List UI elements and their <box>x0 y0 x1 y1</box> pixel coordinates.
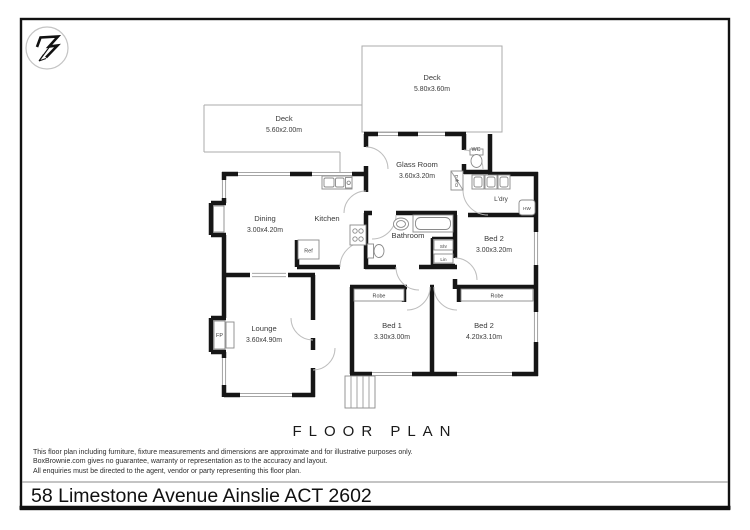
hot-water-box <box>518 199 536 216</box>
room-label-bed2-upper: Bed 2 <box>484 234 504 243</box>
room-label-laundry: L'dry <box>494 196 508 203</box>
wc-toilet <box>469 148 484 168</box>
disclaimer-line: All enquiries must be directed to the ag… <box>33 467 302 475</box>
room-label-wc: WC <box>472 147 481 153</box>
bathroom-toilet <box>367 243 385 259</box>
room-label-bed2-lower: Bed 2 <box>474 321 494 330</box>
fireplace <box>213 320 235 350</box>
stairs <box>344 375 376 409</box>
stove-cooktop <box>349 224 367 246</box>
room-label-deck-top: Deck <box>423 73 441 82</box>
room-dims-deck-top: 5.80x3.60m <box>414 86 450 93</box>
room-label-dining: Dining <box>254 214 276 223</box>
property-address: 58 Limestone Avenue Ainslie ACT 2602 <box>31 485 372 507</box>
room-label-bed1: Bed 1 <box>382 321 402 330</box>
bathroom-basin <box>393 217 409 231</box>
room-labels: Deck 5.80x3.60m Deck 5.60x2.00m Glass Ro… <box>216 73 531 344</box>
label-fridge: Ref <box>304 249 313 255</box>
bathtub <box>412 214 454 233</box>
robe-bed1-box <box>353 288 405 302</box>
room-label-deck-left: Deck <box>275 114 293 123</box>
walls <box>208 131 539 398</box>
robe-bed2-box <box>460 288 534 302</box>
room-dims-glass-room: 3.60x3.20m <box>399 173 435 180</box>
fridge-box <box>297 239 320 260</box>
room-label-kitchen: Kitchen <box>314 214 339 223</box>
fixtures <box>213 148 536 409</box>
label-hot-water: HW <box>523 206 531 211</box>
windows <box>213 131 539 398</box>
label-robe-bed1: Robe <box>373 294 386 300</box>
room-dims-deck-left: 5.60x2.00m <box>266 127 302 134</box>
compass-logo-icon <box>25 26 69 70</box>
floor-plan-title: FLOOR PLAN <box>292 423 458 440</box>
cupboard <box>450 170 464 191</box>
disclaimer-line: BoxBrownie.com gives no guarantee, warra… <box>33 458 328 466</box>
label-robe-bed2: Robe <box>491 294 504 300</box>
room-label-glass-room: Glass Room <box>396 160 438 169</box>
linen-box <box>433 253 454 264</box>
room-label-bathroom: Bathroom <box>392 231 425 240</box>
room-dims-bed2-lower: 4.20x3.10m <box>466 334 502 341</box>
label-linen: Lin <box>440 257 447 262</box>
disclaimer-line: This floor plan including furniture, fix… <box>33 449 413 456</box>
shower-box <box>433 239 454 251</box>
label-shower: Shr <box>440 244 448 249</box>
label-fireplace: FP <box>216 333 223 339</box>
disclaimer-block: This floor plan including furniture, fix… <box>33 448 413 476</box>
room-dims-lounge: 3.60x4.90m <box>246 337 282 344</box>
laundry-tubs <box>471 174 511 190</box>
kitchen-sink <box>321 175 353 190</box>
room-dims-dining: 3.00x4.20m <box>247 227 283 234</box>
room-dims-bed2-upper: 3.00x3.20m <box>476 247 512 254</box>
label-cupboard: Cup'd <box>454 175 459 187</box>
door-arcs <box>290 146 489 371</box>
room-label-lounge: Lounge <box>251 324 276 333</box>
room-dims-bed1: 3.30x3.00m <box>374 334 410 341</box>
